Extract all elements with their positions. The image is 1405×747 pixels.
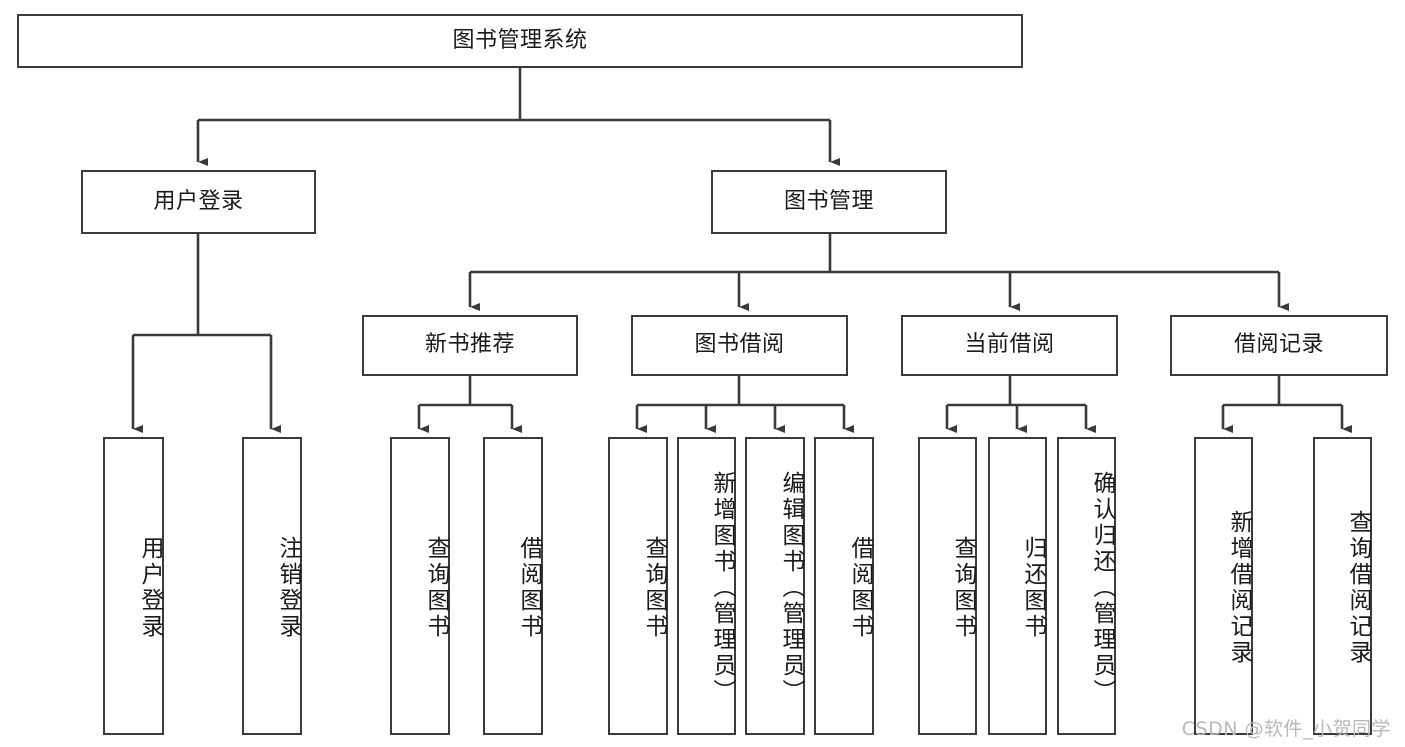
node-leaf-query-book-2[interactable]: 查询图书 xyxy=(608,437,668,735)
node-leaf-edit-book[interactable]: 编辑图书（管理员） xyxy=(745,437,805,735)
node-book-manage[interactable]: 图书管理 xyxy=(711,170,947,234)
node-user-login[interactable]: 用户登录 xyxy=(81,170,316,234)
node-leaf-return-book-label: 归还图书 xyxy=(1020,536,1046,640)
node-leaf-user-login[interactable]: 用户登录 xyxy=(103,437,164,735)
node-leaf-add-book-label: 新增图书（管理员） xyxy=(709,471,735,705)
node-leaf-query-book-1-label: 查询图书 xyxy=(423,536,449,640)
node-new-book-recommend[interactable]: 新书推荐 xyxy=(362,315,578,376)
node-user-login-label: 用户登录 xyxy=(153,188,244,214)
node-current-borrow[interactable]: 当前借阅 xyxy=(901,315,1118,376)
node-root[interactable]: 图书管理系统 xyxy=(17,14,1023,68)
node-leaf-return-book[interactable]: 归还图书 xyxy=(988,437,1047,735)
node-borrow-record[interactable]: 借阅记录 xyxy=(1170,315,1388,376)
node-borrow-record-label: 借阅记录 xyxy=(1233,332,1324,358)
csdn-watermark: CSDN @软件_小贺同学 xyxy=(1181,718,1391,740)
node-leaf-borrow-book-1-label: 借阅图书 xyxy=(516,536,542,640)
node-leaf-query-book-3-label: 查询图书 xyxy=(950,536,976,640)
node-leaf-confirm-return-label: 确认归还（管理员） xyxy=(1089,471,1115,705)
node-leaf-query-book-1[interactable]: 查询图书 xyxy=(390,437,450,735)
node-leaf-query-record[interactable]: 查询借阅记录 xyxy=(1313,437,1372,735)
node-book-borrow[interactable]: 图书借阅 xyxy=(631,315,848,376)
node-new-book-recommend-label: 新书推荐 xyxy=(424,332,515,358)
node-leaf-borrow-book-2-label: 借阅图书 xyxy=(847,536,873,640)
node-leaf-edit-book-label: 编辑图书（管理员） xyxy=(778,471,804,705)
node-leaf-add-record-label: 新增借阅记录 xyxy=(1226,510,1252,666)
node-leaf-borrow-book-1[interactable]: 借阅图书 xyxy=(483,437,543,735)
node-leaf-user-login-label: 用户登录 xyxy=(137,536,163,640)
node-leaf-query-record-label: 查询借阅记录 xyxy=(1345,510,1371,666)
node-leaf-logout-login[interactable]: 注销登录 xyxy=(242,437,302,735)
node-leaf-query-book-2-label: 查询图书 xyxy=(641,536,667,640)
node-root-label: 图书管理系统 xyxy=(452,27,588,53)
node-leaf-borrow-book-2[interactable]: 借阅图书 xyxy=(814,437,874,735)
node-book-manage-label: 图书管理 xyxy=(783,188,874,214)
node-leaf-add-book[interactable]: 新增图书（管理员） xyxy=(677,437,736,735)
node-leaf-confirm-return[interactable]: 确认归还（管理员） xyxy=(1057,437,1116,735)
node-book-borrow-label: 图书借阅 xyxy=(694,332,785,358)
node-leaf-add-record[interactable]: 新增借阅记录 xyxy=(1194,437,1253,735)
node-leaf-logout-login-label: 注销登录 xyxy=(275,536,301,640)
node-leaf-query-book-3[interactable]: 查询图书 xyxy=(918,437,977,735)
node-current-borrow-label: 当前借阅 xyxy=(964,332,1055,358)
